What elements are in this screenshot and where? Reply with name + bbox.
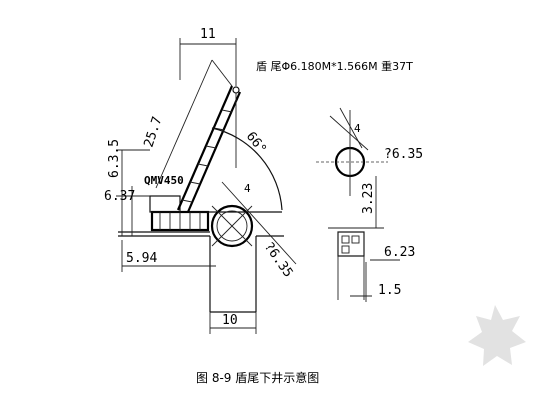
watermark-shape [468, 305, 526, 366]
dimensions-left [116, 38, 257, 334]
figure-caption: 图 8-9 盾尾下井示意图 [196, 370, 319, 385]
boom-brace [181, 199, 193, 203]
counterweight [149, 195, 181, 213]
shield-tail-inner [216, 210, 248, 242]
left-height-label: 6.3.5 [107, 139, 122, 178]
boom-brace [189, 181, 201, 185]
crane-model-label: QMV450 [144, 174, 184, 187]
boom-angle-arc [211, 127, 283, 211]
boom-brace [197, 163, 209, 167]
detail-view [316, 107, 400, 302]
right-height-label: 3.23 [361, 183, 376, 214]
left-offset-label: 6.37 [104, 189, 135, 204]
boom-length-dim-line [155, 59, 213, 189]
slant-diameter-label: ?6.35 [261, 240, 296, 281]
boom-rail-right [186, 91, 242, 213]
crane-assembly [118, 59, 283, 237]
detail-slant [329, 115, 369, 151]
watermark-star-icon [468, 305, 526, 366]
detail-cell [341, 245, 350, 254]
dim-top-width-label: 11 [200, 27, 216, 42]
slant-dim-line [221, 181, 297, 265]
detail-cell [351, 235, 360, 244]
right-diameter-label: ?6.35 [384, 147, 423, 162]
boom-tip [232, 86, 240, 94]
boom-brace [205, 145, 217, 149]
right-bottom-label: 1.5 [378, 283, 401, 298]
boom-brace [221, 109, 233, 113]
note-text: 盾 尾Φ6.180M*1.566M 重37T [256, 59, 413, 73]
detail-slant [339, 107, 363, 149]
detail-cell [341, 235, 350, 244]
right-small-label: 6.23 [384, 245, 415, 260]
angle-mark-right: 4 [354, 122, 361, 135]
boom-rail-left [176, 85, 234, 211]
boom-angle-label: 66° [243, 129, 269, 157]
base-width-label: 5.94 [126, 251, 157, 266]
boom-length-label: 25.7 [142, 115, 166, 149]
bottom-width-label: 10 [222, 313, 238, 328]
angle-mark-left: 4 [244, 182, 251, 195]
ring-diag [211, 205, 253, 247]
shaft-pit [209, 181, 297, 313]
shield-tail-ring [210, 204, 254, 248]
dim-ext [211, 59, 233, 87]
